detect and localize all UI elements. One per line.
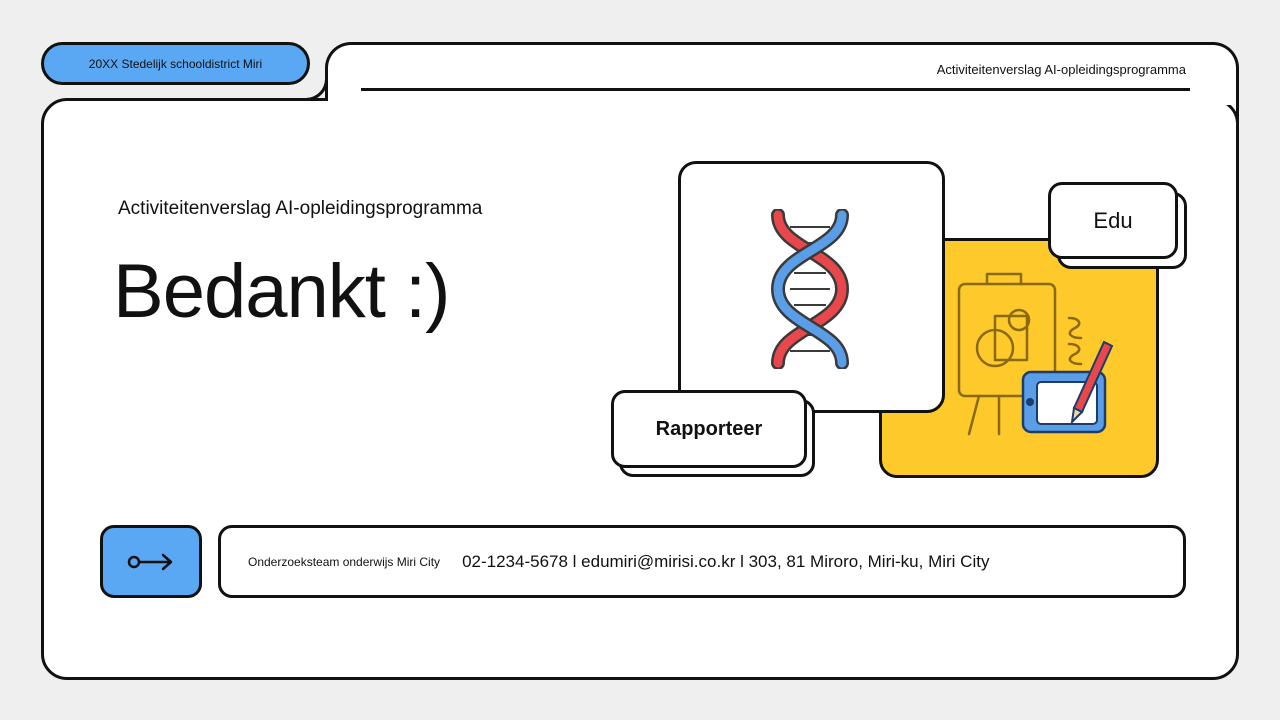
contact-info: 02-1234-5678 l edumiri@mirisi.co.kr l 30… bbox=[462, 551, 990, 571]
dna-card bbox=[678, 161, 945, 413]
page-title: Bedankt :) bbox=[113, 249, 450, 334]
page-subtitle: Activiteitenverslag AI-opleidingsprogram… bbox=[118, 198, 483, 219]
team-name: Onderzoeksteam onderwijs Miri City bbox=[248, 554, 441, 569]
header-divider bbox=[361, 88, 1190, 91]
district-badge: 20XX Stedelijk schooldistrict Miri bbox=[41, 42, 310, 85]
edu-label: Edu bbox=[1048, 182, 1178, 259]
contact-bar: Onderzoeksteam onderwijs Miri City 02-12… bbox=[218, 525, 1186, 598]
header-report-title: Activiteitenverslag AI-opleidingsprogram… bbox=[936, 62, 1186, 77]
next-button[interactable] bbox=[100, 525, 202, 598]
easel-tablet-icon bbox=[957, 272, 1114, 436]
report-label: Rapporteer bbox=[611, 390, 807, 468]
dna-icon bbox=[770, 209, 850, 369]
arrow-right-icon bbox=[127, 553, 173, 570]
